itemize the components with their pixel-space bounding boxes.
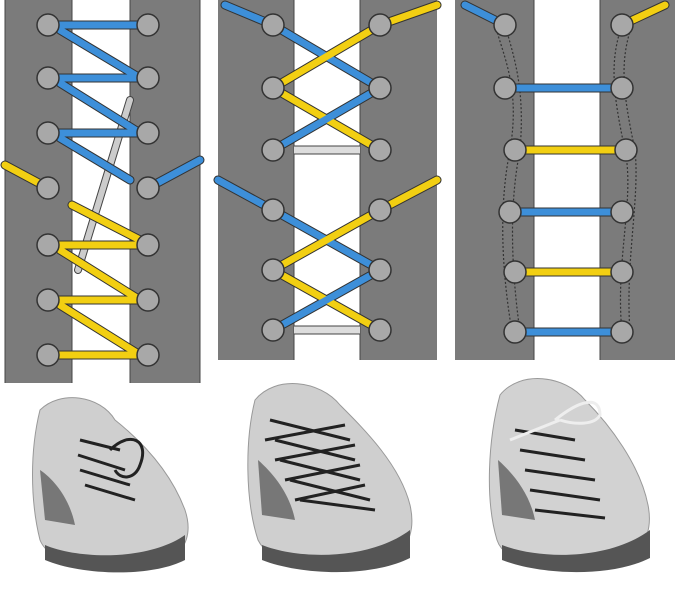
lacing-panel-2	[213, 0, 442, 360]
lacing-panel-1	[0, 0, 205, 383]
blue-laces	[43, 20, 205, 193]
shoe-photo-3	[488, 378, 650, 573]
eyelets	[36, 13, 160, 367]
eyelets	[261, 13, 392, 342]
yellow-laces	[0, 160, 153, 360]
lacing-panel-3	[455, 0, 675, 360]
hidden-laces	[494, 24, 637, 333]
eyelets	[493, 13, 638, 344]
shoe-photo-2	[247, 383, 413, 573]
shoe-photo-1	[32, 397, 189, 573]
